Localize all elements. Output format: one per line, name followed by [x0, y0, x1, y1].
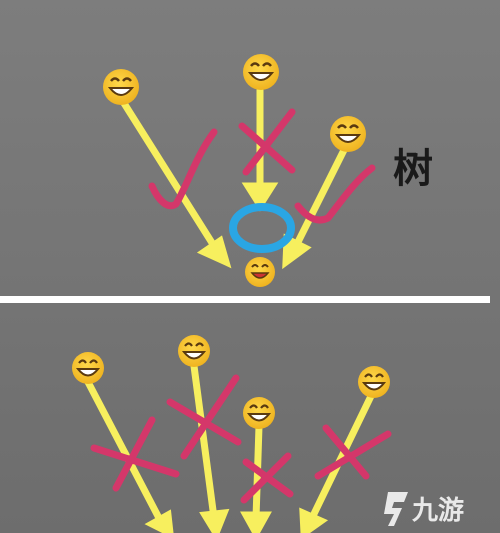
- arrowhead-bottom-4: [299, 507, 329, 533]
- arrow-left-to-target: [118, 96, 218, 250]
- arrowhead-bottom-2: [199, 508, 230, 533]
- arrowhead-center: [241, 182, 279, 212]
- panel-divider: [0, 296, 490, 303]
- emoji-laugh-bottom-1: [72, 352, 104, 384]
- tree-label: 树: [393, 146, 433, 192]
- cross-mark-bottom-2: [166, 374, 242, 460]
- bottom-panel: [72, 335, 392, 533]
- cross-mark-bottom-4: [314, 424, 392, 480]
- arrow-bottom-4: [308, 390, 376, 522]
- arrow-bottom-1: [84, 378, 164, 524]
- arrowhead-bottom-1: [144, 509, 174, 533]
- arrowhead-right: [282, 233, 312, 270]
- cross-mark-bottom-1: [90, 416, 180, 492]
- arrowhead-left: [196, 235, 232, 269]
- jiuyou-logo-icon: [384, 492, 408, 526]
- cross-mark-center: [238, 108, 296, 176]
- cross-mark-bottom-3: [240, 452, 294, 504]
- emoji-laugh-right: [330, 116, 366, 152]
- watermark-text: 九游: [412, 496, 465, 526]
- top-panel: [103, 54, 376, 287]
- emoji-laugh-left: [103, 69, 139, 105]
- emoji-laugh-bottom-4: [358, 366, 390, 398]
- arrow-bottom-2: [190, 362, 218, 522]
- arrow-right-to-target: [292, 142, 350, 250]
- target-ring: [229, 203, 295, 253]
- emoji-target: [245, 257, 275, 287]
- emoji-laugh-center: [243, 54, 279, 90]
- emoji-laugh-bottom-3: [243, 397, 275, 429]
- check-mark-right: [294, 164, 376, 224]
- arrowhead-bottom-3: [240, 511, 272, 533]
- emoji-laugh-bottom-2: [178, 335, 210, 367]
- check-mark-left: [148, 128, 218, 210]
